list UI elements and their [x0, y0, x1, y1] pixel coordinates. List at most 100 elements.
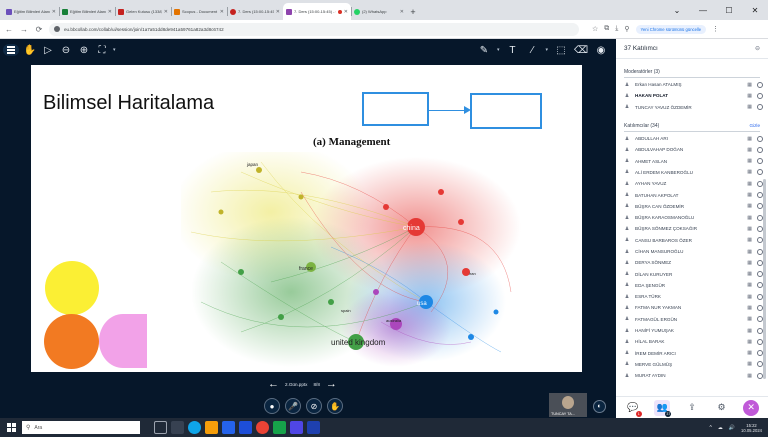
chevron-down-icon[interactable]: ▾ — [113, 47, 116, 53]
raise-hand-button[interactable]: ✋ — [327, 398, 343, 414]
tray-chevron-icon[interactable]: ^ — [709, 424, 712, 431]
participant-row[interactable]: ♟HANİFİ YUMUŞAK▦ — [616, 325, 768, 336]
participant-row[interactable]: ♟BATUHAN AKPOLAT▦ — [616, 189, 768, 200]
participant-options-icon[interactable] — [757, 92, 763, 99]
new-tab-button[interactable]: + — [410, 6, 416, 17]
participant-row[interactable]: ♟HAKAN POLAT▦ — [616, 90, 768, 101]
excel-icon[interactable] — [273, 421, 286, 434]
participant-row[interactable]: ♟AYHAN YAVUZ▦ — [616, 178, 768, 189]
participant-row[interactable]: ♟BÜŞRA SÖNMEZ ÇOKSAĞIR▦ — [616, 223, 768, 234]
extensions-icon[interactable]: ⧉ — [604, 25, 610, 32]
participant-row[interactable]: ♟CANSU BARBAROS ÖZER▦ — [616, 235, 768, 246]
participant-options-icon[interactable] — [757, 203, 763, 210]
participant-options-icon[interactable] — [757, 146, 763, 153]
settings-button[interactable]: ⚙ — [717, 402, 726, 412]
participant-options-icon[interactable] — [757, 304, 763, 311]
participant-options-icon[interactable] — [757, 237, 763, 244]
participant-row[interactable]: ♟Erkan Hasan ATALMIŞ▦ — [616, 79, 768, 90]
participant-options-icon[interactable] — [757, 372, 763, 379]
participant-options-icon[interactable] — [757, 225, 763, 232]
participant-options-icon[interactable] — [757, 338, 763, 345]
participant-options-icon[interactable] — [757, 361, 763, 368]
browser-menu-icon[interactable]: ⋮ — [712, 26, 720, 33]
word-icon[interactable] — [307, 421, 320, 434]
tab-close-icon[interactable]: ✕ — [275, 8, 280, 15]
next-slide-button[interactable]: → — [325, 378, 337, 390]
browser-tab[interactable]: Scopus - Document search res✕ — [171, 3, 227, 20]
system-clock[interactable]: 15:22 10.05.2024 — [741, 423, 762, 433]
windows-start-icon[interactable] — [4, 422, 18, 434]
participant-options-icon[interactable] — [757, 350, 763, 357]
maximize-button[interactable]: ☐ — [725, 5, 733, 15]
participant-row[interactable]: ♟HİLAL BARAK▦ — [616, 336, 768, 347]
participant-options-icon[interactable] — [757, 192, 763, 199]
browser-tab[interactable]: Eğitim Bilimleri Alanında Uluslar✕ — [3, 3, 59, 20]
browser-tab-active[interactable]: 7. Ders (15:00-15:45) - Co✕ — [283, 3, 351, 20]
participant-row[interactable]: ♟BÜŞRA CAN ÖZDEMİR▦ — [616, 201, 768, 212]
participant-options-icon[interactable] — [757, 259, 763, 266]
my-status-button[interactable]: ● — [264, 398, 280, 414]
window-close-button[interactable]: ✕ — [751, 5, 759, 15]
store-icon[interactable] — [222, 421, 235, 434]
participant-row[interactable]: ♟DİLAN KURUYER▦ — [616, 268, 768, 279]
file-explorer-icon[interactable] — [205, 421, 218, 434]
participant-options-icon[interactable] — [757, 282, 763, 289]
pan-tool-icon[interactable]: ✋ — [23, 44, 37, 56]
edge-icon[interactable] — [188, 421, 201, 434]
tab-close-icon[interactable]: ✕ — [219, 8, 224, 15]
back-button[interactable]: ← — [5, 24, 13, 34]
zoom-in-icon[interactable]: ⊕ — [79, 44, 89, 56]
participant-options-icon[interactable] — [757, 214, 763, 221]
browser-tab[interactable]: Gelen Kutusu (1338) - hakanp✕ — [115, 3, 171, 20]
location-pin-icon[interactable]: ⚲ — [624, 26, 630, 33]
tab-close-icon[interactable]: ✕ — [51, 8, 56, 15]
participant-options-icon[interactable] — [757, 180, 763, 187]
participant-row[interactable]: ♟EDA ŞENGÜR▦ — [616, 280, 768, 291]
fit-page-icon[interactable]: ⛶ — [98, 44, 106, 56]
volume-icon[interactable]: 🔊 — [728, 424, 736, 431]
site-info-icon[interactable] — [54, 26, 60, 32]
taskbar-search[interactable]: ⚲ Ara — [22, 421, 140, 434]
task-view-icon[interactable] — [154, 421, 167, 434]
participant-options-icon[interactable] — [757, 327, 763, 334]
chrome-icon[interactable] — [256, 421, 269, 434]
teams-icon[interactable] — [290, 421, 303, 434]
participant-options-icon[interactable] — [757, 248, 763, 255]
hide-participants-link[interactable]: Gizle — [749, 122, 760, 128]
settings-circle-icon[interactable]: ◉ — [596, 44, 606, 56]
participant-row[interactable]: ♟DERYA SÖNMEZ▦ — [616, 257, 768, 268]
chevron-down-icon[interactable]: ▾ — [496, 47, 500, 53]
close-panel-button[interactable]: ✕ — [743, 399, 760, 416]
participant-options-icon[interactable] — [757, 81, 763, 88]
participant-row[interactable]: ♟FATMAGÜL ERGÜN▦ — [616, 314, 768, 325]
participant-row[interactable]: ♟MURAT AYDIN▦ — [616, 370, 768, 381]
participant-row[interactable]: ♟ESRA TÜRK▦ — [616, 291, 768, 302]
download-icon[interactable]: ⤓ — [615, 25, 619, 32]
mail-icon[interactable] — [239, 421, 252, 434]
chat-tab-button[interactable]: 💬1 — [625, 400, 642, 417]
participant-row[interactable]: ♟MERVE GÜLMÜŞ▦ — [616, 359, 768, 370]
minimize-button[interactable]: — — [699, 5, 707, 15]
browser-tab[interactable]: 7. Ders (15:00-15:45)✕ — [227, 3, 283, 20]
zoom-out-icon[interactable]: ⊖ — [61, 44, 71, 56]
tab-close-icon[interactable]: ✕ — [107, 8, 112, 15]
browser-tab[interactable]: Eğitim Bilimleri Alanında Ulus✕ — [59, 3, 115, 20]
share-content-button[interactable]: ⇪ — [688, 402, 696, 412]
panel-options-icon[interactable]: ⊖ — [754, 46, 760, 52]
chevron-down-icon[interactable]: ▾ — [545, 47, 548, 53]
participant-row[interactable]: ♟ALİ ERDEM KANBEROĞLU▦ — [616, 167, 768, 178]
participant-row[interactable]: ♟ABDULVAHAP DOĞAN▦ — [616, 144, 768, 155]
participant-options-icon[interactable] — [757, 271, 763, 278]
text-tool-icon[interactable]: T — [509, 44, 516, 56]
tab-close-icon[interactable]: ✕ — [399, 8, 404, 15]
reload-button[interactable]: ⟳ — [35, 24, 43, 34]
pen-tool-icon[interactable]: ✎ — [479, 44, 489, 56]
bookmark-star-icon[interactable]: ☆ — [592, 26, 599, 33]
participant-options-icon[interactable] — [757, 316, 763, 323]
participant-options-icon[interactable] — [757, 158, 763, 165]
presentation-slide[interactable]: Bilimsel Haritalama (a) Management — [31, 65, 582, 372]
widgets-icon[interactable] — [171, 421, 184, 434]
participant-options-icon[interactable] — [757, 293, 763, 300]
select-tool-icon[interactable]: ▷ — [44, 44, 52, 56]
participant-row[interactable]: ♟İREM DEMİR ARICI▦ — [616, 348, 768, 359]
